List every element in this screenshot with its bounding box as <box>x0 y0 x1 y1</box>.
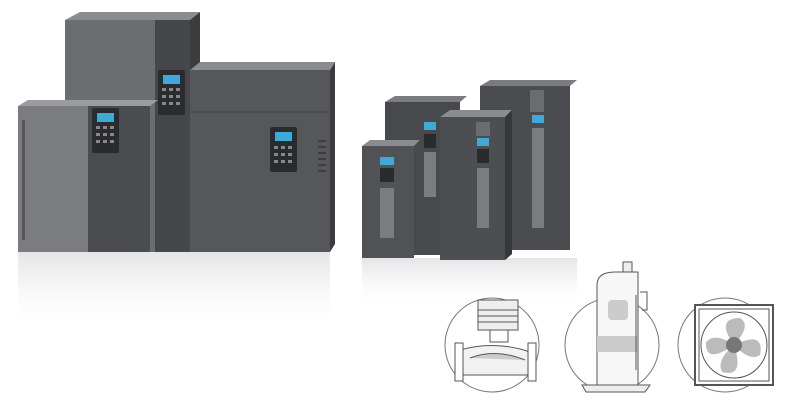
fan-icon <box>677 297 774 393</box>
small-cabinet-keypad <box>92 108 119 153</box>
display-screen-icon <box>97 113 114 122</box>
display-screen-icon <box>532 115 544 123</box>
display-screen-icon <box>380 157 394 165</box>
small-cabinet-side <box>18 106 88 252</box>
floor-reflection-right <box>362 258 577 308</box>
tall-cabinet-keypad <box>158 70 185 115</box>
pump-icon <box>444 297 540 393</box>
tall-cabinet-front <box>155 20 190 252</box>
wide-cabinet-keypad <box>270 127 297 172</box>
floor-reflection-left <box>18 252 330 332</box>
display-screen-icon <box>163 75 180 84</box>
compact-drive-group <box>362 80 577 260</box>
display-screen-icon <box>275 132 292 141</box>
large-drive-group <box>18 12 335 252</box>
vent-slots <box>318 140 326 172</box>
compressor-icon <box>564 261 660 393</box>
display-screen-icon <box>477 138 489 146</box>
display-screen-icon <box>424 122 436 130</box>
wide-cabinet-front <box>190 70 330 252</box>
